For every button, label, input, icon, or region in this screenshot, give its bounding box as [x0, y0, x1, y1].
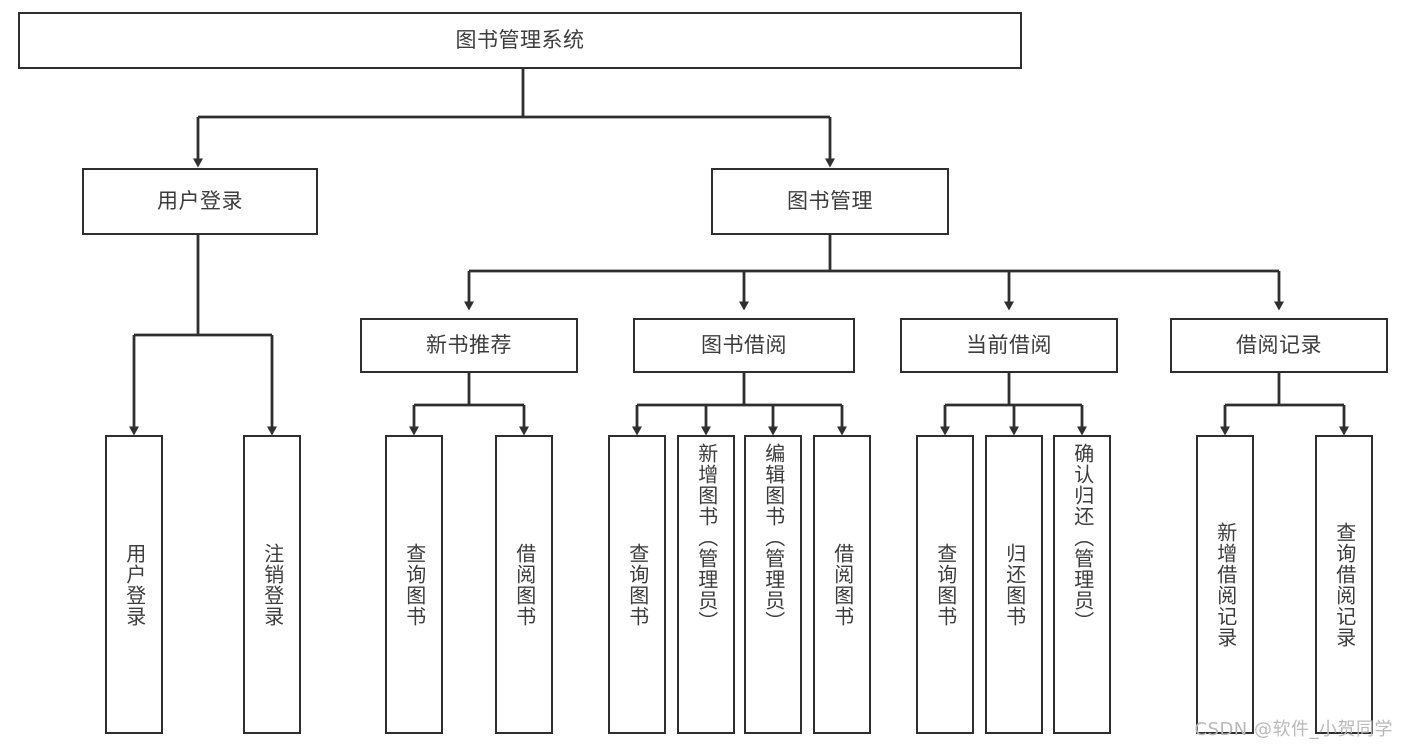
node-label: 借阅图书: [512, 542, 537, 627]
leaf-book-borrow-add-book-admin[interactable]: 新增图书（管理员）: [677, 435, 735, 734]
node-label: 新增借阅记录: [1213, 521, 1238, 648]
node-user-login[interactable]: 用户登录: [82, 168, 318, 235]
node-label: 图书管理系统: [455, 28, 585, 53]
node-new-book-recommend[interactable]: 新书推荐: [360, 318, 578, 373]
node-label: 借阅记录: [1236, 333, 1322, 358]
node-label: 用户登录: [122, 542, 147, 627]
leaf-book-borrow-edit-book-admin[interactable]: 编辑图书（管理员）: [744, 435, 802, 734]
node-label: 借阅图书: [830, 542, 855, 627]
node-label: 查询图书: [402, 542, 427, 627]
node-label: 查询图书: [625, 542, 650, 627]
leaf-book-borrow-borrow-book[interactable]: 借阅图书: [813, 435, 871, 734]
node-label: 用户登录: [157, 189, 243, 214]
leaf-user-login-logout[interactable]: 注销登录: [243, 435, 301, 734]
node-label: 确认归还（管理员）: [1070, 443, 1095, 632]
leaf-new-book-query-book[interactable]: 查询图书: [385, 435, 443, 734]
node-label: 编辑图书（管理员）: [761, 443, 786, 632]
node-label: 新增图书（管理员）: [694, 443, 719, 632]
leaf-book-borrow-query-book[interactable]: 查询图书: [608, 435, 666, 734]
node-root-book-management-system[interactable]: 图书管理系统: [18, 12, 1022, 69]
node-label: 图书管理: [787, 189, 873, 214]
leaf-borrow-record-query-record[interactable]: 查询借阅记录: [1315, 435, 1373, 734]
node-label: 新书推荐: [426, 333, 512, 358]
leaf-user-login-login[interactable]: 用户登录: [105, 435, 163, 734]
leaf-current-borrow-confirm-return-admin[interactable]: 确认归还（管理员）: [1053, 435, 1111, 734]
node-label: 图书借阅: [701, 333, 787, 358]
node-label: 当前借阅: [966, 333, 1052, 358]
node-label: 注销登录: [260, 542, 285, 627]
node-label: 查询借阅记录: [1332, 521, 1357, 648]
watermark-text: CSDN @软件_小贺同学: [1194, 719, 1393, 740]
leaf-borrow-record-add-record[interactable]: 新增借阅记录: [1196, 435, 1254, 734]
node-book-management[interactable]: 图书管理: [711, 168, 949, 235]
node-label: 归还图书: [1002, 542, 1027, 627]
node-label: 查询图书: [933, 542, 958, 627]
node-current-borrow[interactable]: 当前借阅: [900, 318, 1118, 373]
node-borrow-record[interactable]: 借阅记录: [1170, 318, 1388, 373]
leaf-current-borrow-return-book[interactable]: 归还图书: [985, 435, 1043, 734]
node-book-borrow[interactable]: 图书借阅: [633, 318, 855, 373]
leaf-current-borrow-query-book[interactable]: 查询图书: [916, 435, 974, 734]
leaf-new-book-borrow-book[interactable]: 借阅图书: [495, 435, 553, 734]
